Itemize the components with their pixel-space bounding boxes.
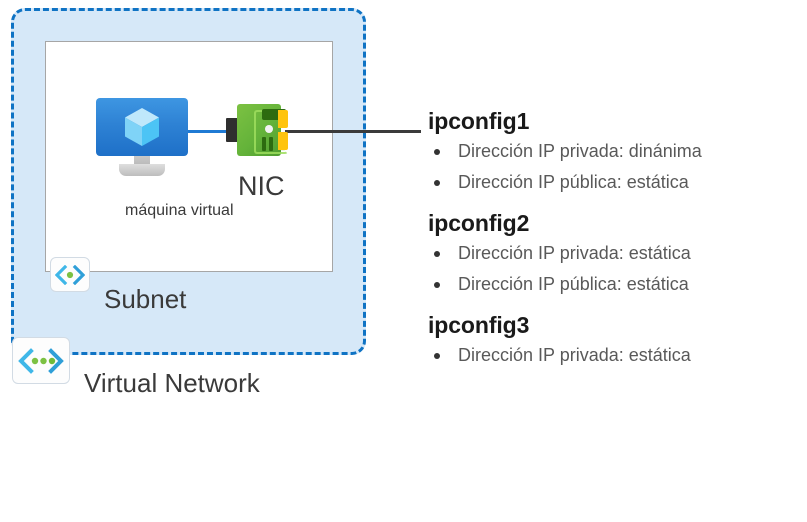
- ipconfig-property: Dirección IP privada: dinánima: [428, 142, 798, 160]
- azure-virtual-network-icon: [12, 337, 70, 384]
- nic-chip: [262, 109, 286, 120]
- ipconfig-title: ipconfig1: [428, 108, 530, 134]
- nic-pin: [269, 137, 273, 151]
- virtual-machine-icon: [96, 98, 188, 176]
- nic-circuit-board: [237, 104, 288, 156]
- nic-bracket: [226, 118, 239, 142]
- ipconfig-title: ipconfig2: [428, 210, 530, 236]
- nic-connector-tab: [278, 110, 288, 128]
- nic-port-dot: [265, 125, 273, 133]
- vm-cube-icon: [125, 108, 159, 146]
- nic-connector-tab: [278, 132, 288, 150]
- subnet-glyph: [55, 264, 85, 285]
- virtual-network-label: Virtual Network: [84, 368, 260, 398]
- vm-monitor-base: [119, 164, 165, 176]
- subnet-label: Subnet: [104, 284, 187, 314]
- virtual-machine-label: máquina virtual: [125, 202, 234, 219]
- cube-glyph: [125, 108, 159, 146]
- subnet-boundary: [45, 41, 333, 272]
- ipconfig-property: Dirección IP privada: estática: [428, 346, 798, 364]
- ipconfig-property: Dirección IP pública: estática: [428, 173, 798, 191]
- network-interface-card-icon: [226, 104, 288, 156]
- azure-subnet-icon: [50, 257, 90, 292]
- ipconfig-property: Dirección IP pública: estática: [428, 275, 798, 293]
- vm-monitor-screen: [96, 98, 188, 156]
- nic-to-ipconfig-connector: [285, 130, 421, 133]
- virtual-network-glyph: [18, 347, 64, 374]
- ipconfig-title: ipconfig3: [428, 312, 530, 338]
- vm-to-nic-connector: [186, 130, 238, 133]
- nic-label: NIC: [238, 171, 285, 201]
- ipconfig-property-list: Dirección IP privada: estática: [428, 346, 798, 364]
- nic-pin: [262, 137, 266, 151]
- ipconfig-property: Dirección IP privada: estática: [428, 244, 798, 262]
